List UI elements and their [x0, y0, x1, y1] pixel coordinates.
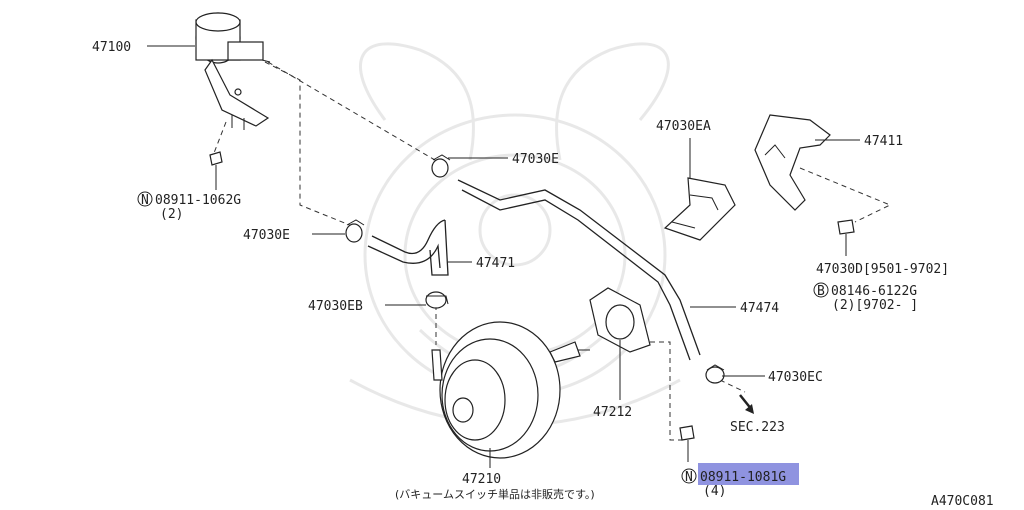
part-47030EC-clamp[interactable] — [705, 364, 725, 384]
dashed-connectors — [213, 61, 892, 441]
label-mark-n1: N — [141, 193, 149, 208]
part-47471-hose[interactable] — [367, 219, 449, 276]
label-qty-2a: (2) — [160, 207, 183, 222]
part-47030EA-bracket[interactable] — [663, 177, 736, 241]
part-47212-gasket[interactable] — [589, 287, 651, 353]
label-note-japanese: (バキュームスイッチ単品は非販売です。) — [395, 487, 595, 501]
part-47411-bracket[interactable] — [754, 114, 831, 211]
label-47411: 47411 — [864, 134, 903, 149]
label-diagram-id: A470C081 — [931, 494, 994, 509]
leader-lines — [147, 45, 860, 468]
label-08911-1062G: 08911-1062G — [155, 193, 241, 208]
label-47210: 47210 — [462, 472, 501, 487]
label-mark-b: B — [817, 284, 825, 299]
part-47100-canister[interactable] — [195, 12, 271, 130]
part-47030EB-clamp[interactable] — [425, 291, 449, 309]
part-number-highlight — [698, 463, 799, 485]
part-47474-hose[interactable] — [457, 179, 701, 361]
label-qty-4: (4) — [703, 484, 726, 499]
label-47212: 47212 — [593, 405, 632, 420]
label-47474: 47474 — [740, 301, 779, 316]
part-bolt-08146-6122G[interactable] — [837, 219, 855, 256]
part-nut-08911-1062G[interactable] — [209, 151, 223, 188]
label-08911-1081G: 08911-1081G — [700, 470, 786, 485]
label-08146-6122G: 08146-6122G — [831, 284, 917, 299]
label-qty-2-range: (2)[9702- ] — [832, 298, 918, 313]
label-sec223: SEC.223 — [730, 420, 785, 435]
label-47030E-lower: 47030E — [243, 228, 290, 243]
label-47030EA: 47030EA — [656, 119, 711, 134]
label-47030E-upper: 47030E — [512, 152, 559, 167]
label-47030EC: 47030EC — [768, 370, 823, 385]
part-nut-08911-1081G[interactable] — [679, 425, 695, 462]
circled-marks — [137, 191, 829, 484]
part-47030E-clamp-upper[interactable] — [431, 154, 451, 178]
label-47030EB: 47030EB — [308, 299, 363, 314]
arrow-to-sec223 — [739, 394, 754, 414]
label-47030D: 47030D[9501-9702] — [816, 262, 949, 277]
label-47100: 47100 — [92, 40, 131, 55]
label-mark-n2: N — [685, 470, 693, 485]
part-47210-brake-booster[interactable] — [431, 321, 590, 459]
label-47471: 47471 — [476, 256, 515, 271]
labels: 47100 N 08911-1062G (2) 47030E 47030E 47… — [92, 40, 994, 509]
part-47030E-clamp-lower[interactable] — [345, 219, 365, 243]
